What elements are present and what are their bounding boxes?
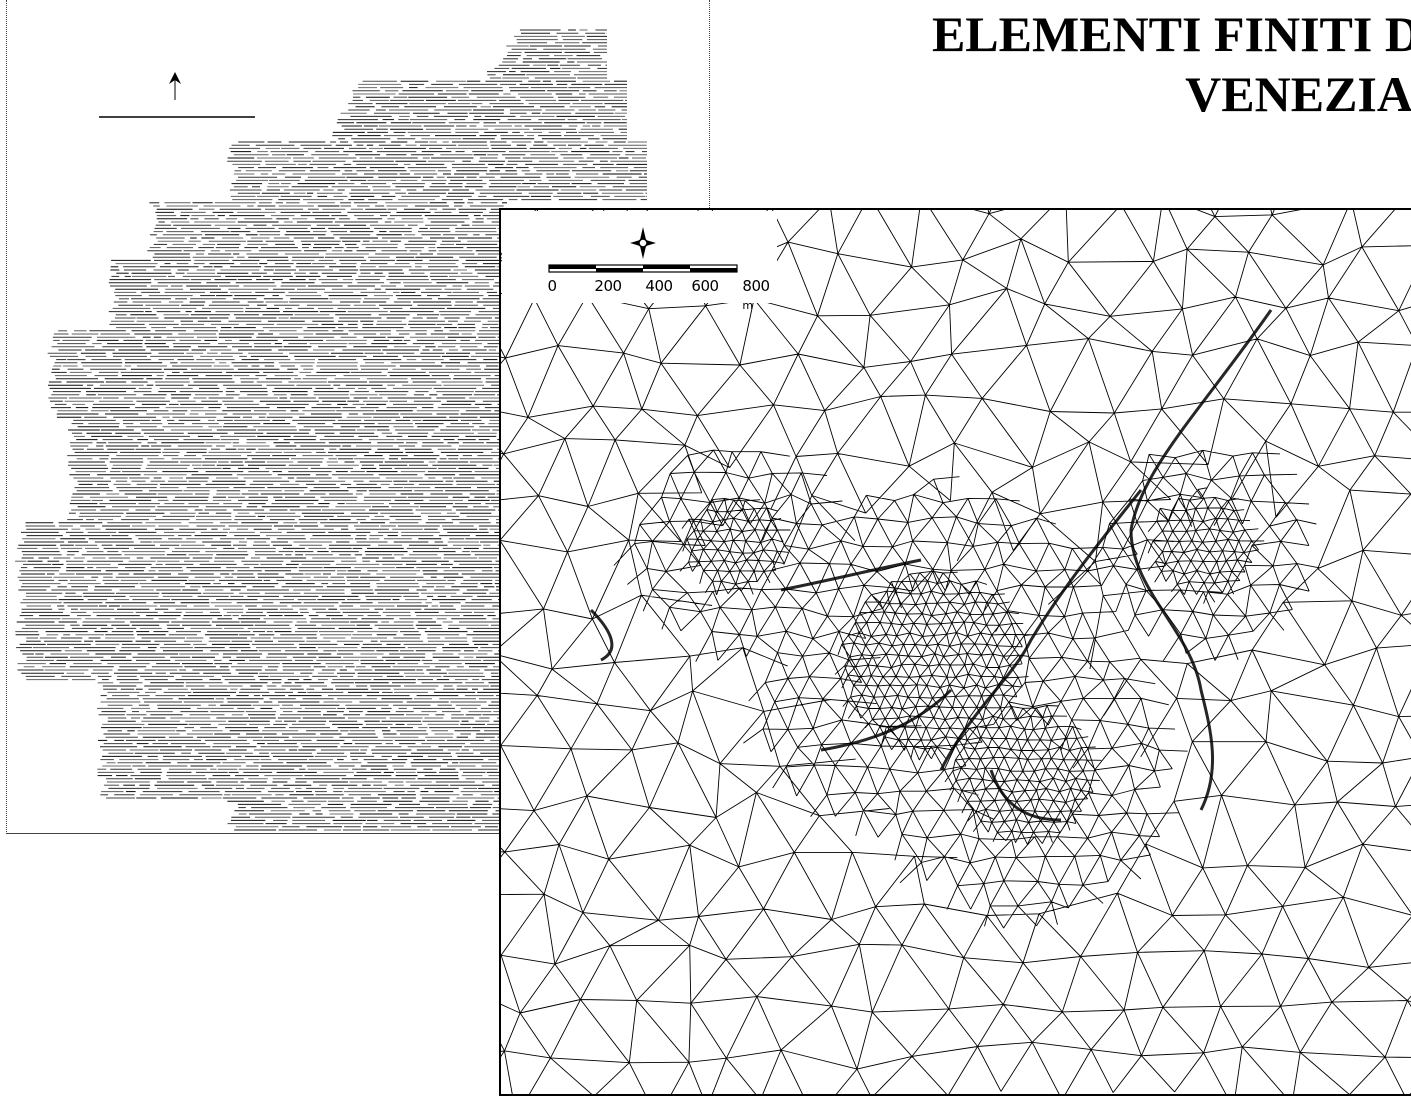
scale-tick-800: 800 m [742,277,770,312]
title-line-1: ELEMENTI FINITI DELL [931,6,1411,62]
overview-map-graphic [15,29,647,831]
title-line-2: VENEZIA [1185,66,1411,122]
scale-bar-graphic [548,264,738,273]
scale-tick-200: 200 [594,277,622,295]
page-title: ELEMENTI FINITI DELL VENEZIA [791,4,1411,124]
scale-tick-0: 0 [547,277,557,295]
scale-tick-600: 600 [691,277,719,295]
compass-rose-icon [630,227,656,259]
scale-unit: m [742,299,753,312]
finite-element-mesh [501,210,1411,1094]
scale-tick-400: 400 [645,277,673,295]
scale-bar: 0 200 400 600 800 m [502,211,777,312]
mesh-map: 0 200 400 600 800 m [499,208,1411,1096]
